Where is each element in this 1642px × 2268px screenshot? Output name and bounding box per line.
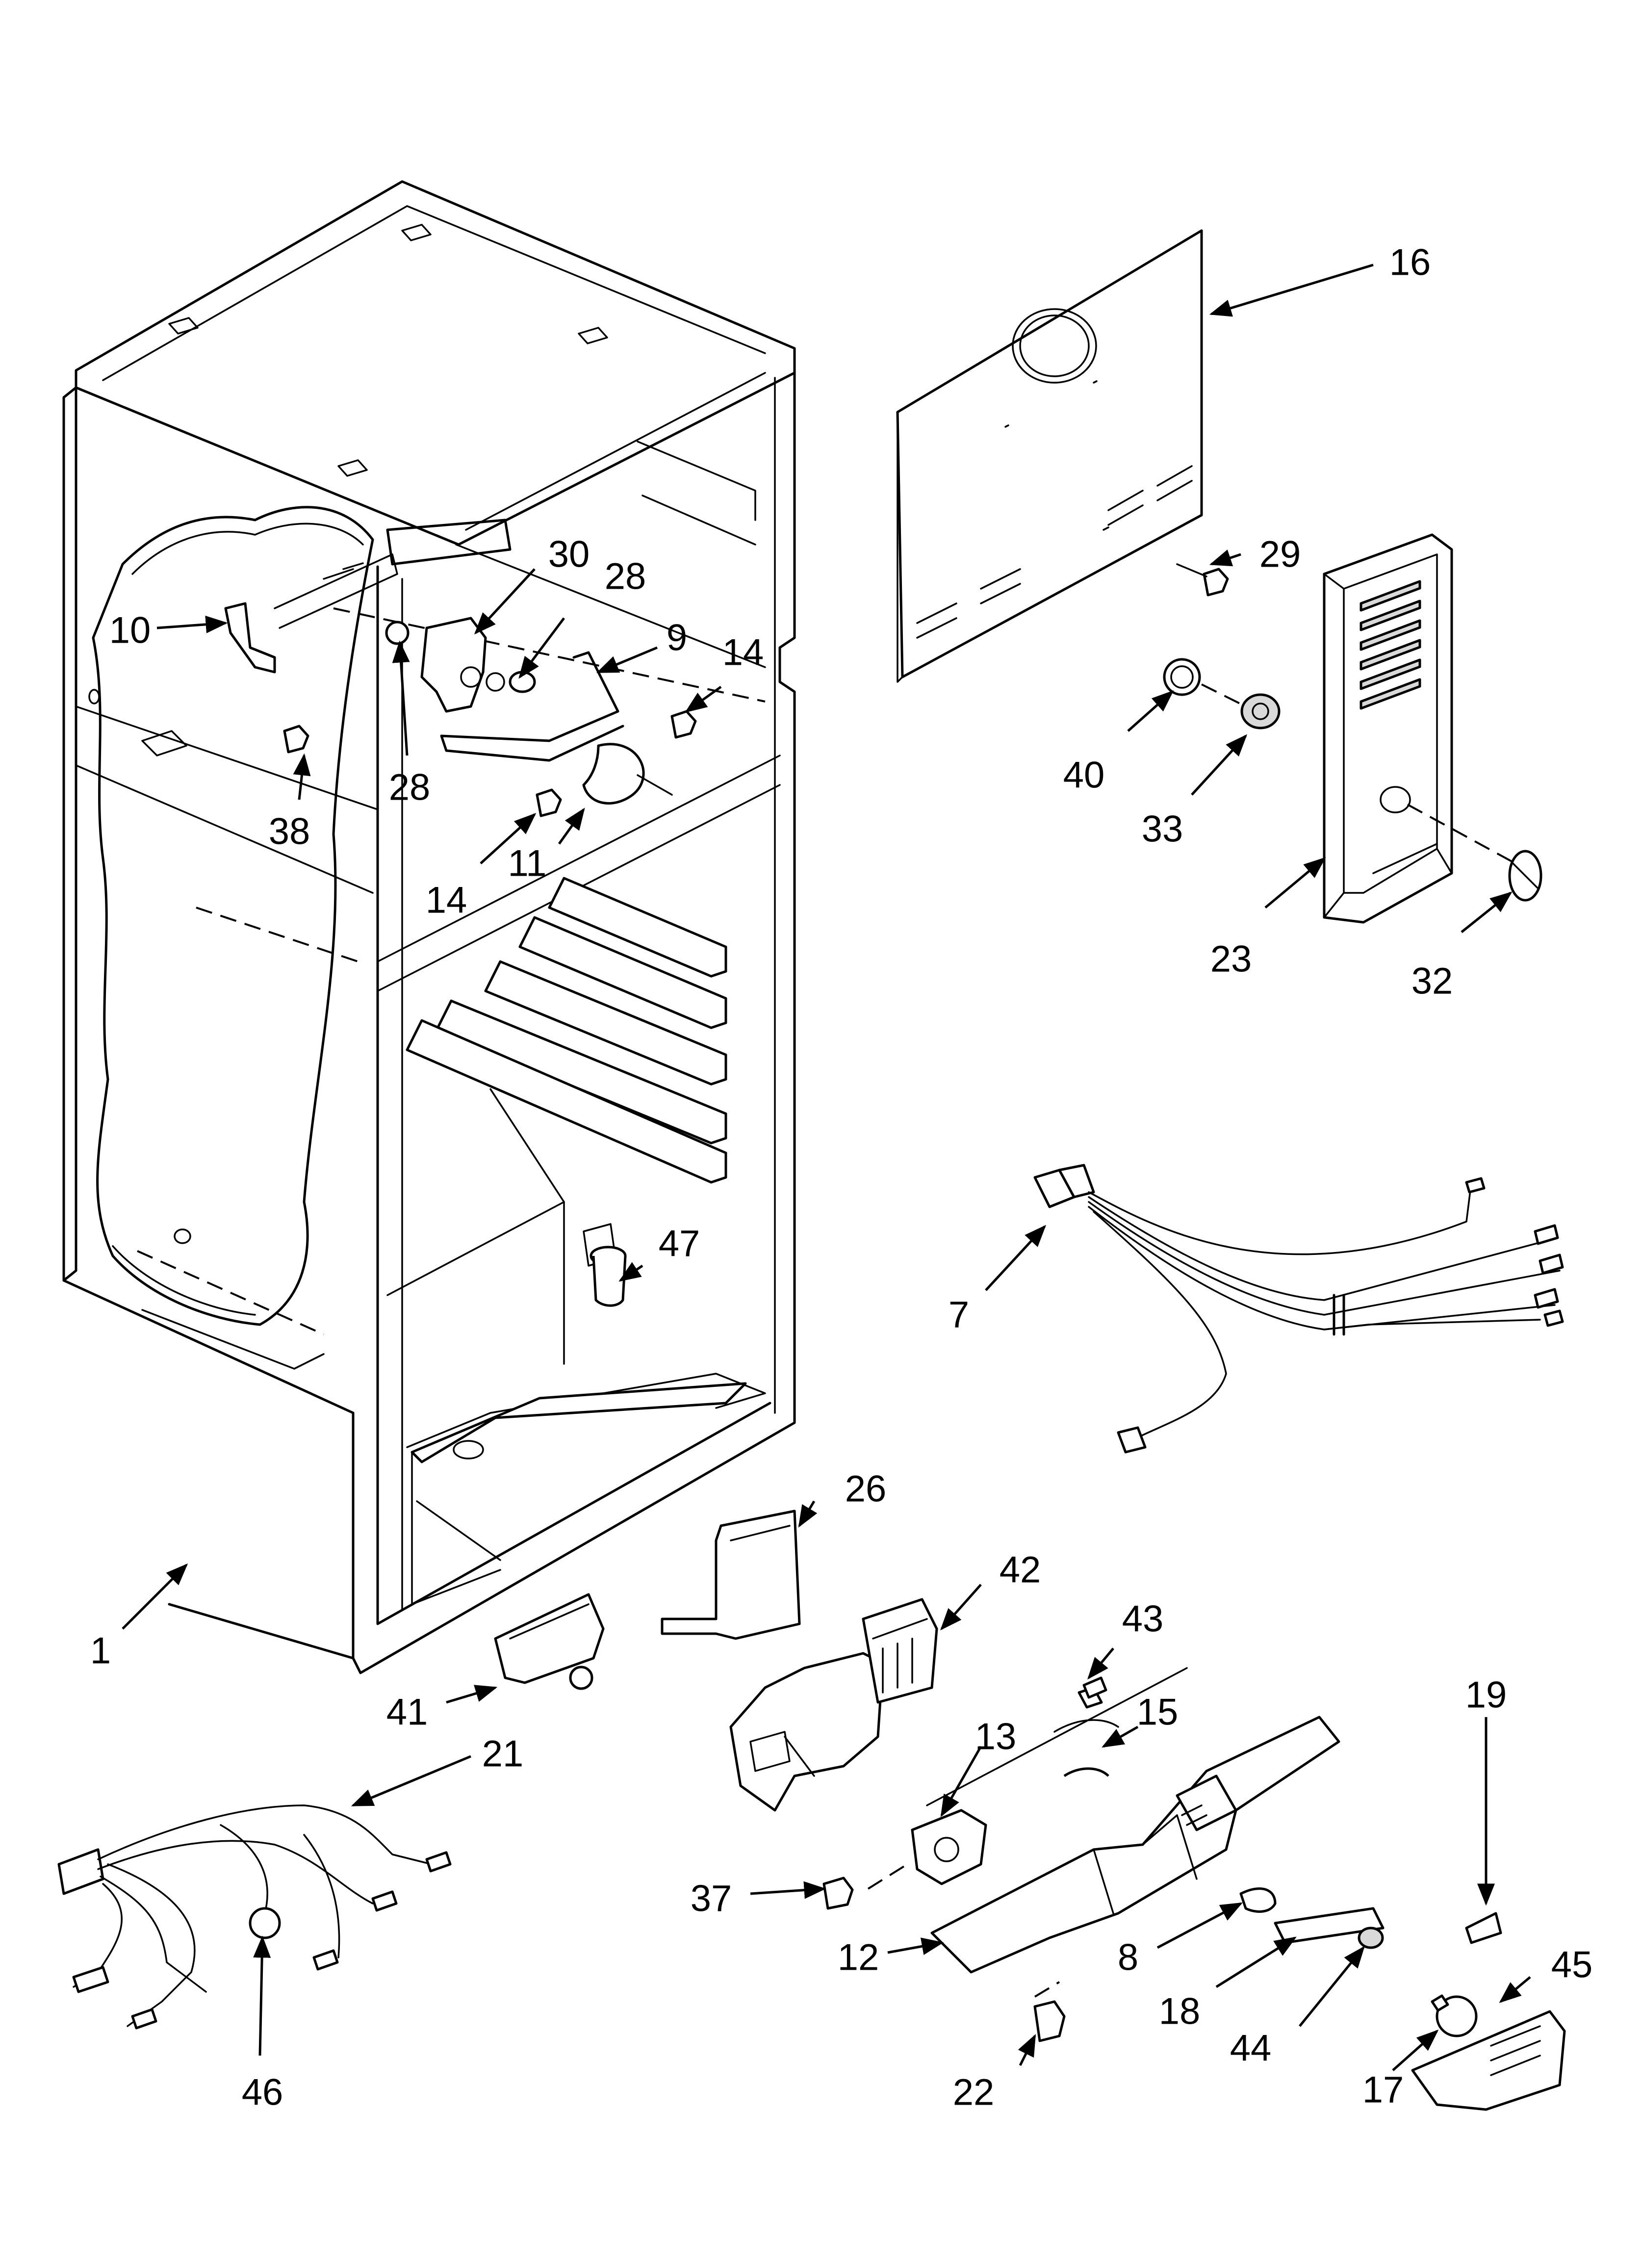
- water-bracket: [494, 1593, 605, 1690]
- callout-32: 32: [1411, 961, 1453, 1002]
- callout-26: 26: [845, 1468, 887, 1510]
- callout-37: 37: [691, 1878, 732, 1920]
- callout-47: 47: [659, 1223, 700, 1265]
- leader-44: [1299, 1946, 1365, 2027]
- callout-labels: 16 29 40 33 23 32 7 10 38 30 28 28 9 14 …: [90, 242, 1592, 2113]
- wire-harness-lower: [57, 1804, 452, 2030]
- leader-41: [446, 1685, 498, 1704]
- leader-40: [1127, 690, 1174, 732]
- callout-1: 1: [90, 1630, 111, 1672]
- leader-7: [985, 1225, 1047, 1291]
- callout-12: 12: [838, 1937, 879, 1979]
- callout-17: 17: [1362, 2069, 1404, 2111]
- leader-18: [1215, 1936, 1297, 1988]
- control-knobs: [1163, 563, 1542, 902]
- drain-tube: [590, 1246, 627, 1307]
- leader-46: [253, 1935, 271, 2056]
- leader-29: [1209, 549, 1241, 567]
- cabinet-liner: [62, 180, 796, 1674]
- callout-44: 44: [1230, 2028, 1272, 2069]
- callout-19: 19: [1465, 1674, 1507, 1716]
- leader-23: [1264, 857, 1326, 909]
- callout-45: 45: [1551, 1944, 1593, 1986]
- callout-9: 9: [667, 617, 687, 659]
- small-parts-center: [1053, 1676, 1119, 1733]
- leader-14a: [685, 685, 722, 713]
- callout-8: 8: [1118, 1937, 1138, 1979]
- callout-14a: 14: [722, 632, 764, 674]
- leader-32: [1461, 891, 1513, 933]
- leader-14b: [480, 812, 537, 864]
- callout-23: 23: [1210, 938, 1252, 980]
- leader-8: [1156, 1902, 1243, 1949]
- leader-30: [474, 568, 536, 635]
- callout-7: 7: [949, 1294, 969, 1336]
- callout-14b: 14: [426, 880, 467, 921]
- leader-26: [798, 1500, 818, 1528]
- leader-28b: [392, 640, 410, 756]
- callout-33: 33: [1142, 808, 1183, 850]
- callout-10: 10: [109, 610, 151, 652]
- leader-38: [293, 753, 311, 800]
- control-housing: [1323, 533, 1453, 924]
- control-box: [822, 1667, 1340, 2042]
- callout-16: 16: [1389, 242, 1431, 284]
- callout-40: 40: [1063, 755, 1105, 796]
- leader-22: [1018, 2033, 1036, 2066]
- leader-11: [558, 808, 585, 845]
- callout-15: 15: [1137, 1692, 1179, 1733]
- leader-43: [1087, 1647, 1114, 1680]
- callout-28a: 28: [605, 556, 646, 598]
- callout-13: 13: [975, 1716, 1017, 1758]
- leader-10: [156, 615, 228, 633]
- callout-43: 43: [1122, 1598, 1164, 1640]
- callout-30: 30: [548, 534, 590, 575]
- vent-slots: [1360, 580, 1421, 710]
- leader-9: [596, 646, 658, 674]
- damper-assembly: [661, 1510, 938, 1812]
- leader-17: [1392, 2030, 1439, 2071]
- light-assembly: [1239, 1887, 1566, 2111]
- leader-47: [618, 1262, 643, 1282]
- leader-42: [940, 1584, 982, 1631]
- callout-41: 41: [386, 1692, 428, 1733]
- callout-42: 42: [1000, 1549, 1041, 1591]
- callout-11: 11: [508, 843, 547, 885]
- leader-21: [351, 1755, 471, 1807]
- callout-46: 46: [242, 2072, 283, 2113]
- leader-1: [122, 1563, 188, 1630]
- leader-37: [750, 1881, 826, 1899]
- callout-28b: 28: [389, 767, 431, 808]
- rear-panel: [896, 229, 1203, 683]
- callout-38: 38: [269, 811, 310, 853]
- callout-29: 29: [1259, 534, 1301, 575]
- leader-28a: [518, 617, 565, 679]
- callout-18: 18: [1159, 1991, 1201, 2033]
- leader-12: [887, 1937, 944, 1955]
- leader-15: [1102, 1725, 1139, 1748]
- leader-lines: [122, 263, 1531, 2071]
- callout-22: 22: [953, 2072, 995, 2113]
- leader-13: [940, 1746, 982, 1817]
- leader-45: [1499, 1976, 1531, 2003]
- leader-16: [1209, 263, 1374, 317]
- leader-33: [1191, 734, 1248, 796]
- wire-harness-upper: [1033, 1164, 1564, 1454]
- callout-21: 21: [482, 1733, 524, 1775]
